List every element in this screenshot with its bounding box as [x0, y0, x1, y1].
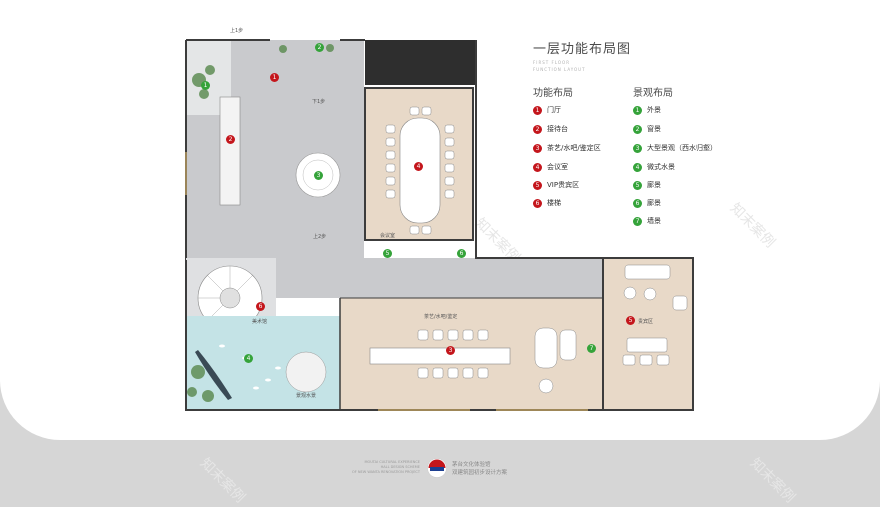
landscape-label: 廊景 [647, 181, 661, 189]
plan-marker-function-5: 5 [626, 316, 635, 325]
vip-room-floor [602, 257, 694, 411]
legend-landscape-item: 4 微式水景 [633, 162, 675, 172]
function-label: VIP贵宾区 [547, 181, 580, 189]
legend-landscape-item: 3 大型景观（西水归壑） [633, 143, 717, 153]
label-tea-area: 茶艺/水吧/鉴定 [424, 314, 458, 320]
label-step-up-top: 上1步 [230, 28, 244, 34]
label-stair-area: 美术馆 [252, 319, 268, 325]
landscape-label: 墙景 [647, 217, 661, 225]
landscape-number-badge: 4 [633, 162, 642, 172]
landscape-label: 微式水景 [647, 163, 675, 171]
legend-landscape-item: 5 廊景 [633, 180, 661, 190]
function-number-badge: 2 [533, 124, 542, 134]
label-step-down: 下1步 [312, 99, 326, 105]
function-number-badge: 3 [533, 143, 542, 153]
function-number-badge: 4 [533, 162, 542, 172]
label-vip-room: 贵宾区 [638, 319, 654, 325]
label-water-feature: 景观水景 [296, 393, 317, 399]
plan-marker-landscape-2: 2 [315, 43, 324, 52]
footer-chinese: 茅台文化体验馆 双建筑园初步设计方案 [452, 461, 507, 477]
landscape-label: 大型景观（西水归壑） [647, 144, 717, 152]
footer-en-line: MOUTAI CULTURAL EXPERIENCE [364, 460, 420, 464]
plan-marker-function-4: 4 [414, 162, 423, 171]
reception-counter [219, 96, 241, 206]
legend-function-item: 4 会议室 [533, 162, 568, 172]
plan-marker-function-3: 3 [446, 346, 455, 355]
footer-en-line: HALL DESIGN SCHEME [380, 465, 420, 469]
landscape-label: 窗景 [647, 125, 661, 133]
legend-function-item: 6 楼梯 [533, 198, 561, 208]
landscape-label: 廊景 [647, 199, 661, 207]
label-step-up-2: 上2步 [313, 234, 327, 240]
landscape-number-badge: 7 [633, 216, 642, 226]
legend-landscape-item: 1 外景 [633, 105, 661, 115]
plan-marker-function-2: 2 [226, 135, 235, 144]
plan-marker-landscape-7: 7 [587, 344, 596, 353]
page-subtitle-line-2: FUNCTION LAYOUT [533, 67, 586, 72]
page-subtitle-line-1: FIRST FLOOR [533, 60, 570, 65]
legend-function-item: 3 茶艺/水吧/鉴定区 [533, 143, 601, 153]
floor-plan [185, 39, 694, 411]
legend-function-heading: 功能布局 [533, 88, 573, 99]
landscape-number-badge: 1 [633, 105, 642, 115]
water-rock [285, 351, 327, 393]
landscape-number-badge: 3 [633, 143, 642, 153]
legend-landscape-item: 6 廊景 [633, 198, 661, 208]
footer-cn-line: 双建筑园初步设计方案 [452, 470, 508, 476]
page-title: 一层功能布局图 [533, 42, 632, 57]
landscape-label: 外景 [647, 106, 661, 114]
footer-cn-line: 茅台文化体验馆 [452, 462, 491, 468]
plan-marker-landscape-3: 3 [314, 171, 323, 180]
plan-marker-landscape-6: 6 [457, 249, 466, 258]
function-label: 接待台 [547, 125, 568, 133]
plan-marker-landscape-4: 4 [244, 354, 253, 363]
legend-function-item: 5 VIP贵宾区 [533, 180, 579, 190]
legend-landscape-item: 2 窗景 [633, 124, 661, 134]
landscape-number-badge: 6 [633, 198, 642, 208]
legend-function-item: 1 门厅 [533, 105, 561, 115]
function-number-badge: 5 [533, 180, 542, 190]
function-number-badge: 6 [533, 198, 542, 208]
function-label: 会议室 [547, 163, 568, 171]
footer-en-line: OF NEW WANTA RENOVATION PROJECT [352, 470, 420, 474]
legend-function-item: 2 接待台 [533, 124, 568, 134]
function-label: 茶艺/水吧/鉴定区 [547, 144, 601, 152]
plan-marker-landscape-5: 5 [383, 249, 392, 258]
footer-english: MOUTAI CULTURAL EXPERIENCE HALL DESIGN S… [352, 460, 420, 475]
legend-landscape-heading: 景观布局 [633, 88, 673, 99]
function-label: 门厅 [547, 106, 561, 114]
plan-marker-landscape-1: 1 [201, 81, 210, 90]
landscape-number-badge: 5 [633, 180, 642, 190]
plan-marker-function-6: 6 [256, 302, 265, 311]
function-label: 楼梯 [547, 199, 561, 207]
dark-service-block [365, 40, 475, 85]
legend-landscape-item: 7 墙景 [633, 216, 661, 226]
tea-counter [369, 347, 511, 365]
label-meeting-room: 会议室 [380, 233, 396, 239]
plan-marker-function-1: 1 [270, 73, 279, 82]
landscape-number-badge: 2 [633, 124, 642, 134]
moutai-logo-icon [427, 458, 447, 478]
function-number-badge: 1 [533, 105, 542, 115]
